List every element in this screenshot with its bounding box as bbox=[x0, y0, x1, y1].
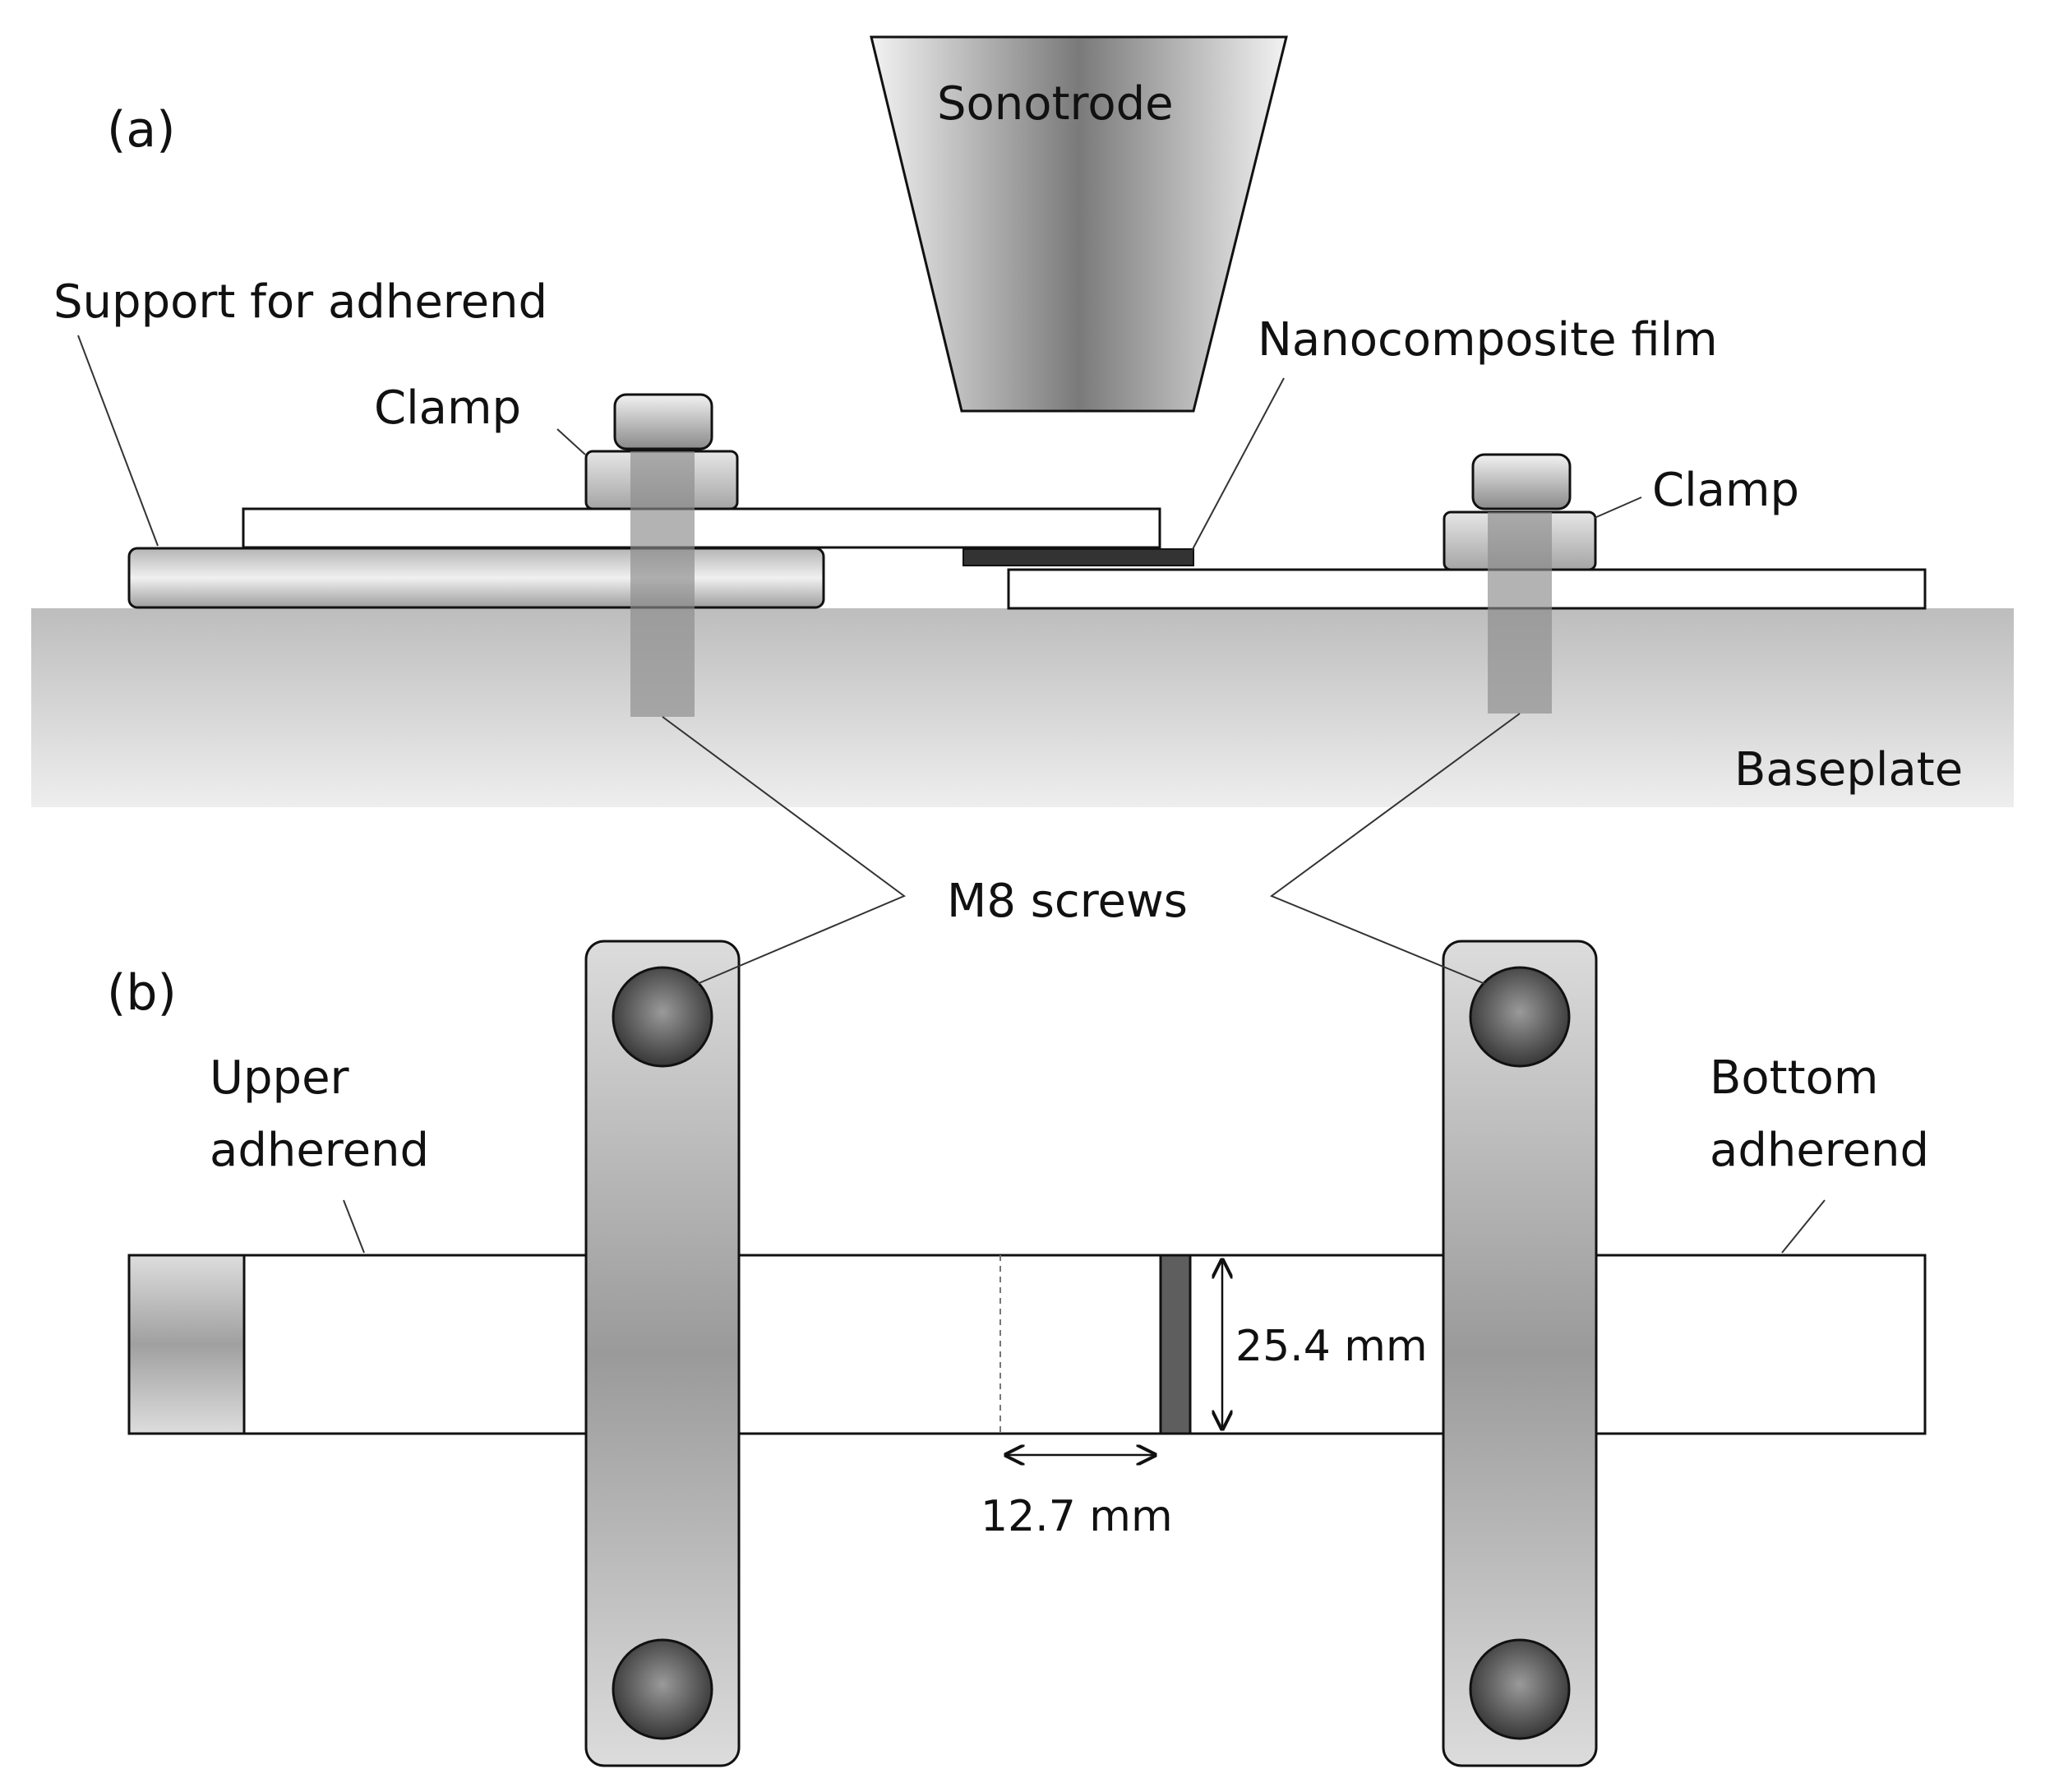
adherend-support bbox=[127, 547, 825, 609]
panel-a-label: (a) bbox=[107, 101, 176, 159]
bottom-adherend-label: Bottom adherend bbox=[1710, 1051, 1929, 1177]
m8-screws-label: M8 screws bbox=[947, 875, 1188, 928]
screw-head-right-bottom bbox=[1469, 1638, 1571, 1740]
right-m8-screw-side bbox=[1488, 512, 1552, 714]
support-label: Support for adherend bbox=[53, 275, 547, 329]
overlap-dimension-label: 12.7 mm bbox=[981, 1492, 1173, 1541]
left-m8-screw-side bbox=[630, 451, 695, 717]
bottom-adherend-leader bbox=[1781, 1199, 1826, 1254]
upper-adherend-label: Upper adherend bbox=[210, 1051, 429, 1177]
upper-adherend-label-line2: adherend bbox=[210, 1124, 429, 1177]
left-clamp-bar bbox=[584, 940, 741, 1767]
upper-adherend-leader bbox=[343, 1199, 365, 1254]
film-label: Nanocomposite film bbox=[1258, 313, 1718, 367]
bottom-adherend-side bbox=[1007, 568, 1927, 610]
film-leader bbox=[1191, 377, 1285, 552]
m8-right-leader bbox=[1269, 713, 1521, 985]
bottom-adherend-label-line1: Bottom bbox=[1710, 1051, 1878, 1105]
upper-adherend-side bbox=[242, 507, 1161, 549]
support-leader bbox=[77, 335, 159, 547]
upper-adherend-label-line1: Upper bbox=[210, 1051, 350, 1105]
bottom-adherend-label-line2: adherend bbox=[1710, 1124, 1929, 1177]
sonotrode-label: Sonotrode bbox=[937, 77, 1174, 131]
right-clamp-bar bbox=[1442, 940, 1598, 1767]
screw-head-left-bottom bbox=[612, 1638, 713, 1740]
panel-b-label: (b) bbox=[107, 964, 177, 1022]
nanocomposite-film-top bbox=[1159, 1254, 1192, 1435]
clamp-right-label: Clamp bbox=[1652, 464, 1799, 517]
baseplate bbox=[31, 608, 2014, 807]
clamp-right-leader bbox=[1594, 496, 1642, 519]
nanocomposite-film bbox=[962, 548, 1194, 566]
clamp-left-leader bbox=[556, 428, 586, 455]
m8-left-leader bbox=[662, 716, 906, 985]
sonotrode bbox=[870, 35, 1288, 413]
baseplate-label: Baseplate bbox=[1734, 743, 1963, 797]
screw-head-left-top bbox=[612, 966, 713, 1068]
width-dimension-label: 25.4 mm bbox=[1235, 1322, 1428, 1371]
clamp-left-label: Clamp bbox=[374, 381, 521, 435]
screw-head-right-top bbox=[1469, 966, 1571, 1068]
